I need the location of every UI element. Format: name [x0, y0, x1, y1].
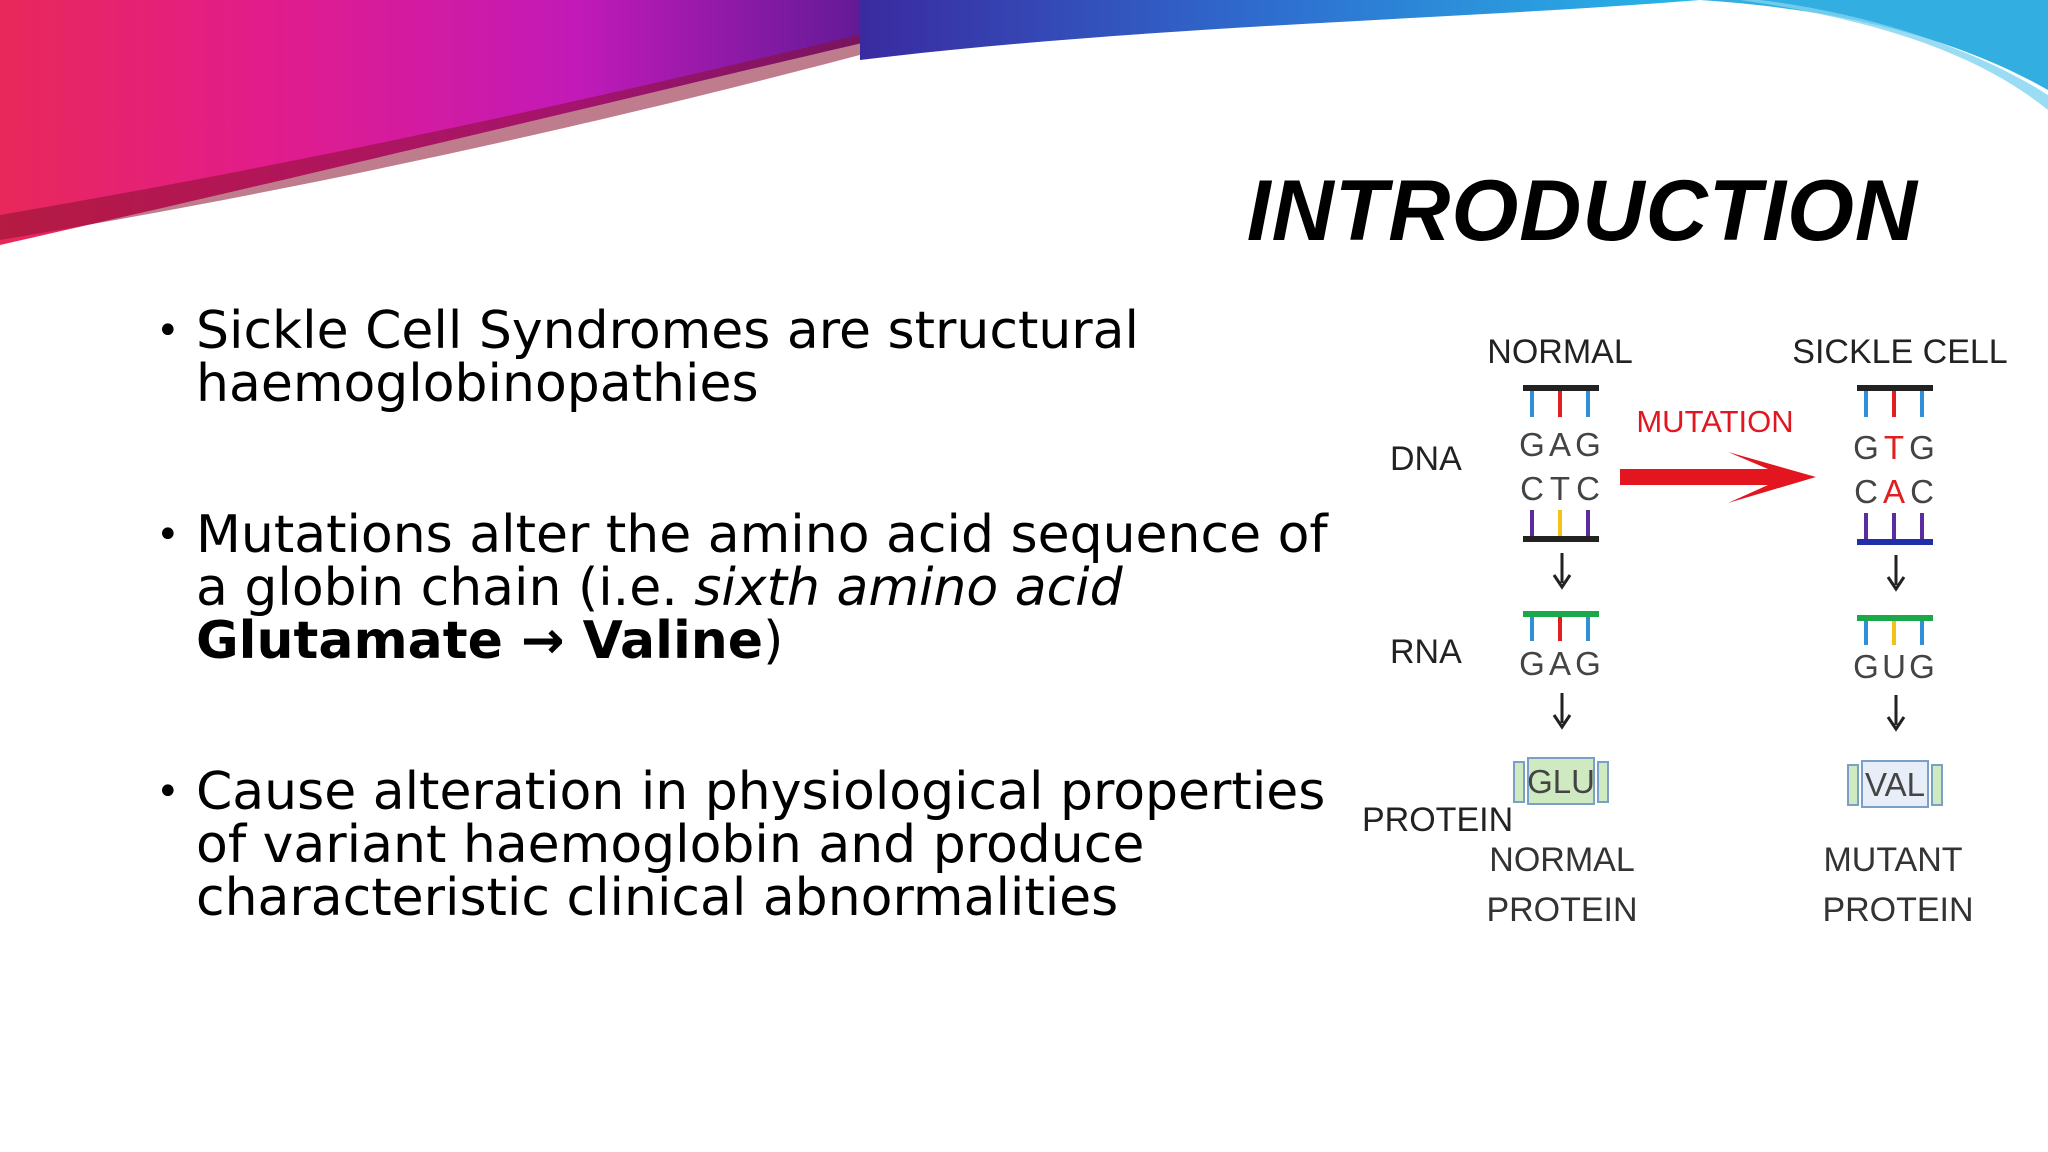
normal-protein-caption: NORMAL — [1489, 841, 1634, 879]
bullet-list: • Sickle Cell Syndromes are structural h… — [150, 305, 1330, 1023]
normal-rna-base: G — [1575, 645, 1601, 682]
bullet-text: Mutations alter the amino acid sequence … — [196, 505, 1328, 618]
sickle-dna-base: G — [1853, 429, 1879, 466]
down-arrow-icon — [1552, 693, 1572, 730]
normal-dna-base: T — [1550, 470, 1570, 507]
bullet-text: Cause alteration in physiological proper… — [196, 762, 1326, 928]
normal-amino-acid-box: GLU — [1513, 757, 1609, 805]
normal-amino-acid: GLU — [1527, 763, 1595, 800]
bullet-item: • Cause alteration in physiological prop… — [150, 766, 1330, 925]
normal-rna-strand: G A G — [1519, 611, 1601, 682]
sickle-rna-base: U — [1882, 648, 1906, 685]
normal-dna-base: A — [1549, 426, 1571, 463]
dna-row-label: DNA — [1390, 440, 1462, 478]
bullet-text: Sickle Cell Syndromes are structural hae… — [196, 301, 1139, 414]
protein-row-label: PROTEIN — [1362, 801, 1513, 839]
mutant-protein-caption: PROTEIN — [1822, 891, 1973, 929]
down-arrow-icon — [1886, 555, 1906, 592]
bullet-text: ) — [763, 611, 784, 671]
mutant-amino-acid-box: VAL — [1847, 760, 1943, 808]
bullet-dot: • — [156, 308, 180, 354]
sickle-dna-strand: G T G C A C — [1853, 385, 1935, 545]
sickle-dna-mutated-base: A — [1883, 473, 1905, 510]
sickle-cell-mutation-diagram: DNA RNA PROTEIN NORMAL SICKLE CELL G A G… — [1362, 333, 2008, 929]
bullet-text-italic: sixth amino acid — [694, 558, 1123, 618]
sickle-dna-base: G — [1909, 429, 1935, 466]
normal-rna-base: A — [1549, 645, 1571, 682]
mutation-arrow-icon — [1620, 452, 1816, 503]
sickle-dna-base: C — [1910, 473, 1934, 510]
slide-title: INTRODUCTION — [1246, 163, 1918, 259]
normal-dna-base: G — [1519, 426, 1545, 463]
sickle-rna-base: G — [1853, 648, 1879, 685]
down-arrow-icon — [1886, 695, 1906, 732]
normal-dna-base: G — [1575, 426, 1601, 463]
normal-dna-base: C — [1576, 470, 1600, 507]
sickle-cell-header: SICKLE CELL — [1792, 333, 2007, 371]
sickle-dna-base: C — [1854, 473, 1878, 510]
normal-protein-caption: PROTEIN — [1486, 891, 1637, 929]
sickle-rna-strand: G U G — [1853, 615, 1935, 685]
normal-header: NORMAL — [1487, 333, 1632, 371]
down-arrow-icon — [1552, 553, 1572, 590]
bullet-text-bold: Glutamate → Valine — [196, 611, 764, 671]
bullet-item: • Mutations alter the amino acid sequenc… — [150, 509, 1330, 668]
sickle-dna-mutated-base: T — [1884, 429, 1904, 466]
bullet-item: • Sickle Cell Syndromes are structural h… — [150, 305, 1330, 411]
normal-rna-base: G — [1519, 645, 1545, 682]
header-swoosh-decoration — [0, 0, 2048, 245]
mutation-label: MUTATION — [1636, 404, 1793, 439]
rna-row-label: RNA — [1390, 633, 1462, 671]
mutant-amino-acid: VAL — [1865, 766, 1925, 803]
bullet-dot: • — [156, 512, 180, 558]
sickle-rna-base: G — [1909, 648, 1935, 685]
normal-dna-strand: G A G C T C — [1519, 385, 1601, 542]
normal-dna-base: C — [1520, 470, 1544, 507]
bullet-dot: • — [156, 769, 180, 815]
mutant-protein-caption: MUTANT — [1823, 841, 1962, 879]
